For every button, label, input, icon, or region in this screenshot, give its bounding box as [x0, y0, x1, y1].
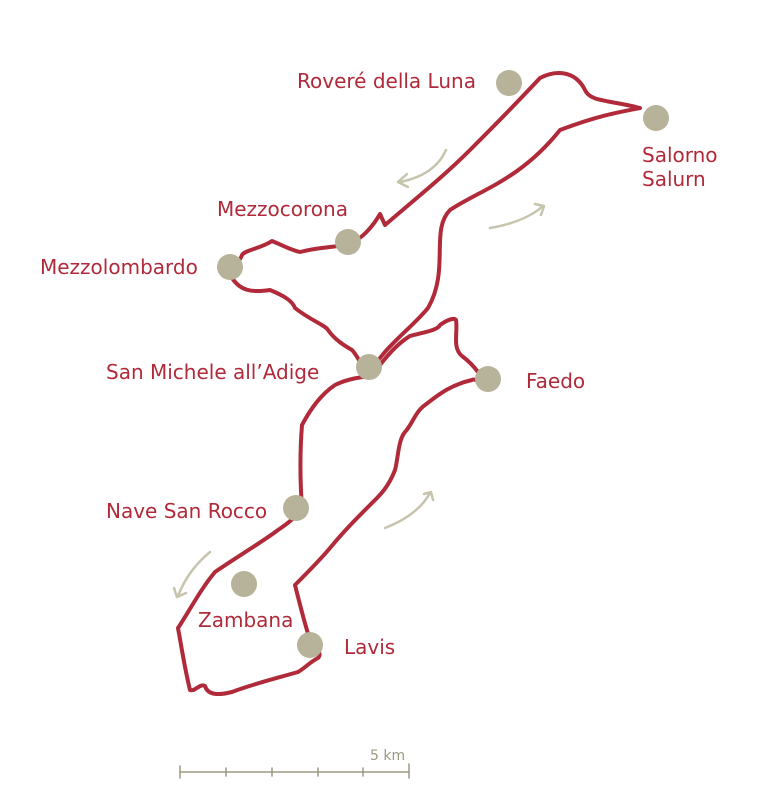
town-marker-mezzocorona: [335, 229, 361, 255]
town-marker-nave-san-rocco: [283, 495, 309, 521]
direction-arrow-east-ascent: [488, 202, 546, 230]
direction-arrows: [172, 148, 546, 599]
town-marker-salorno: [643, 105, 669, 131]
label-nave-san-rocco: Nave San Rocco: [106, 499, 268, 523]
label-rovere: Roveré della Luna: [297, 69, 476, 93]
label-san-michele: San Michele all’Adige: [106, 360, 320, 384]
label-faedo: Faedo: [526, 369, 586, 393]
label-mezzolombardo: Mezzolombardo: [40, 255, 198, 279]
label-salorno: Salorno: [642, 143, 718, 167]
town-markers: [217, 70, 669, 658]
town-marker-mezzolombardo: [217, 254, 243, 280]
scale-bar: [179, 763, 410, 779]
direction-arrow-faedo-climb: [383, 490, 435, 530]
direction-arrow-southwest: [172, 550, 212, 599]
town-marker-faedo: [475, 366, 501, 392]
town-marker-rovere: [496, 70, 522, 96]
town-marker-lavis: [297, 632, 323, 658]
label-lavis: Lavis: [344, 635, 396, 659]
town-marker-san-michele: [356, 354, 382, 380]
label-mezzocorona: Mezzocorona: [217, 197, 348, 221]
direction-arrow-north-descent: [396, 148, 448, 189]
label-zambana: Zambana: [198, 608, 294, 632]
label-salurn: Salurn: [642, 167, 706, 191]
cycling-route[interactable]: [176, 71, 642, 697]
scale-bar-label: 5 km: [370, 748, 406, 764]
town-marker-zambana: [231, 571, 257, 597]
